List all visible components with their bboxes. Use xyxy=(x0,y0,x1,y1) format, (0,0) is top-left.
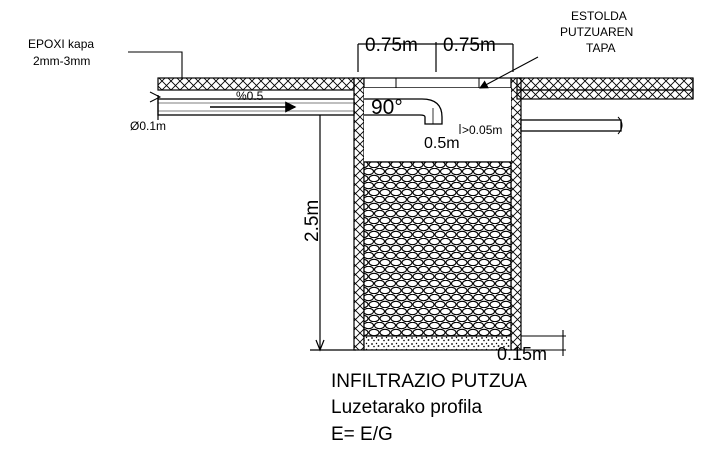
dimension-left-width: 0.75m xyxy=(365,35,418,56)
cover-label-line3: TAPA xyxy=(586,41,616,55)
cover-leader xyxy=(479,56,539,89)
drawing-scale: E= E/G xyxy=(331,424,393,445)
gravel-base-layer xyxy=(363,335,512,351)
elbow-pipe xyxy=(364,98,443,125)
pipe-drop-label: 0.5m xyxy=(424,135,460,152)
epoxi-label-line1: EPOXI kapa xyxy=(28,37,94,51)
cover-label-line1: ESTOLDA xyxy=(571,9,627,23)
outlet-gap-label: >0.05m xyxy=(462,123,502,137)
well-wall-left xyxy=(353,77,365,351)
base-dimension xyxy=(521,330,566,356)
well-wall-right xyxy=(510,77,522,351)
depth-dimension xyxy=(310,115,356,352)
angle-label: 90° xyxy=(371,96,403,119)
dimension-right-width: 0.75m xyxy=(443,35,496,56)
drawing-title: INFILTRAZIO PUTZUA xyxy=(331,371,527,392)
epoxi-leader xyxy=(128,51,183,80)
ground-surface-layer xyxy=(157,77,694,100)
outlet-pipe xyxy=(520,116,623,135)
inlet-pipe xyxy=(149,91,355,120)
depth-label: 2.5m xyxy=(302,200,323,242)
epoxi-label-line2: 2mm-3mm xyxy=(33,54,90,68)
pipe-diameter-label: Ø0.1m xyxy=(130,119,166,133)
cover-label-line2: PUTZUAREN xyxy=(560,25,633,39)
width-dimension xyxy=(357,42,514,72)
base-thickness-label: 0.15m xyxy=(497,344,547,364)
stone-fill xyxy=(363,161,512,337)
slope-label: %0.5 xyxy=(236,89,264,103)
drawing-subtitle: Luzetarako profila xyxy=(331,397,482,418)
